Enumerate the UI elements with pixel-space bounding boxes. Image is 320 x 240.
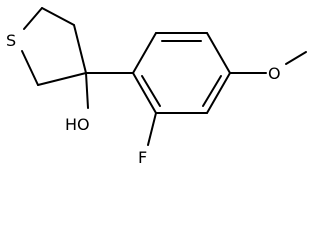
fluorine-label: F: [138, 148, 147, 167]
bond-ar3-ar4: [206, 32, 231, 74]
bond-c4-oh: [85, 72, 89, 109]
bond-c2-c3: [41, 7, 75, 26]
double-bond-left: [141, 75, 161, 107]
thiolane-ring: [21, 7, 87, 86]
bond-c3-c4: [73, 24, 87, 74]
bond-ar1-ar2: [132, 32, 157, 74]
bond-ar-f: [147, 112, 157, 146]
hydroxyl-label: HO: [65, 115, 90, 134]
bond-c4-c5: [37, 72, 87, 86]
bond-c5-s: [21, 50, 39, 86]
bond-o-ch3: [285, 51, 307, 65]
bond-ar6-ar1: [132, 72, 157, 114]
oxygen-label: O: [268, 64, 281, 83]
benzene-ring: [132, 32, 231, 114]
bond-s-c2: [23, 7, 43, 30]
molecule-drawing: S HO F O: [6, 7, 307, 167]
sulfur-label: S: [6, 31, 16, 50]
bond-ar4-ar5: [206, 72, 231, 114]
structure-canvas: S HO F O: [6, 7, 307, 167]
double-bond-right: [202, 75, 222, 107]
